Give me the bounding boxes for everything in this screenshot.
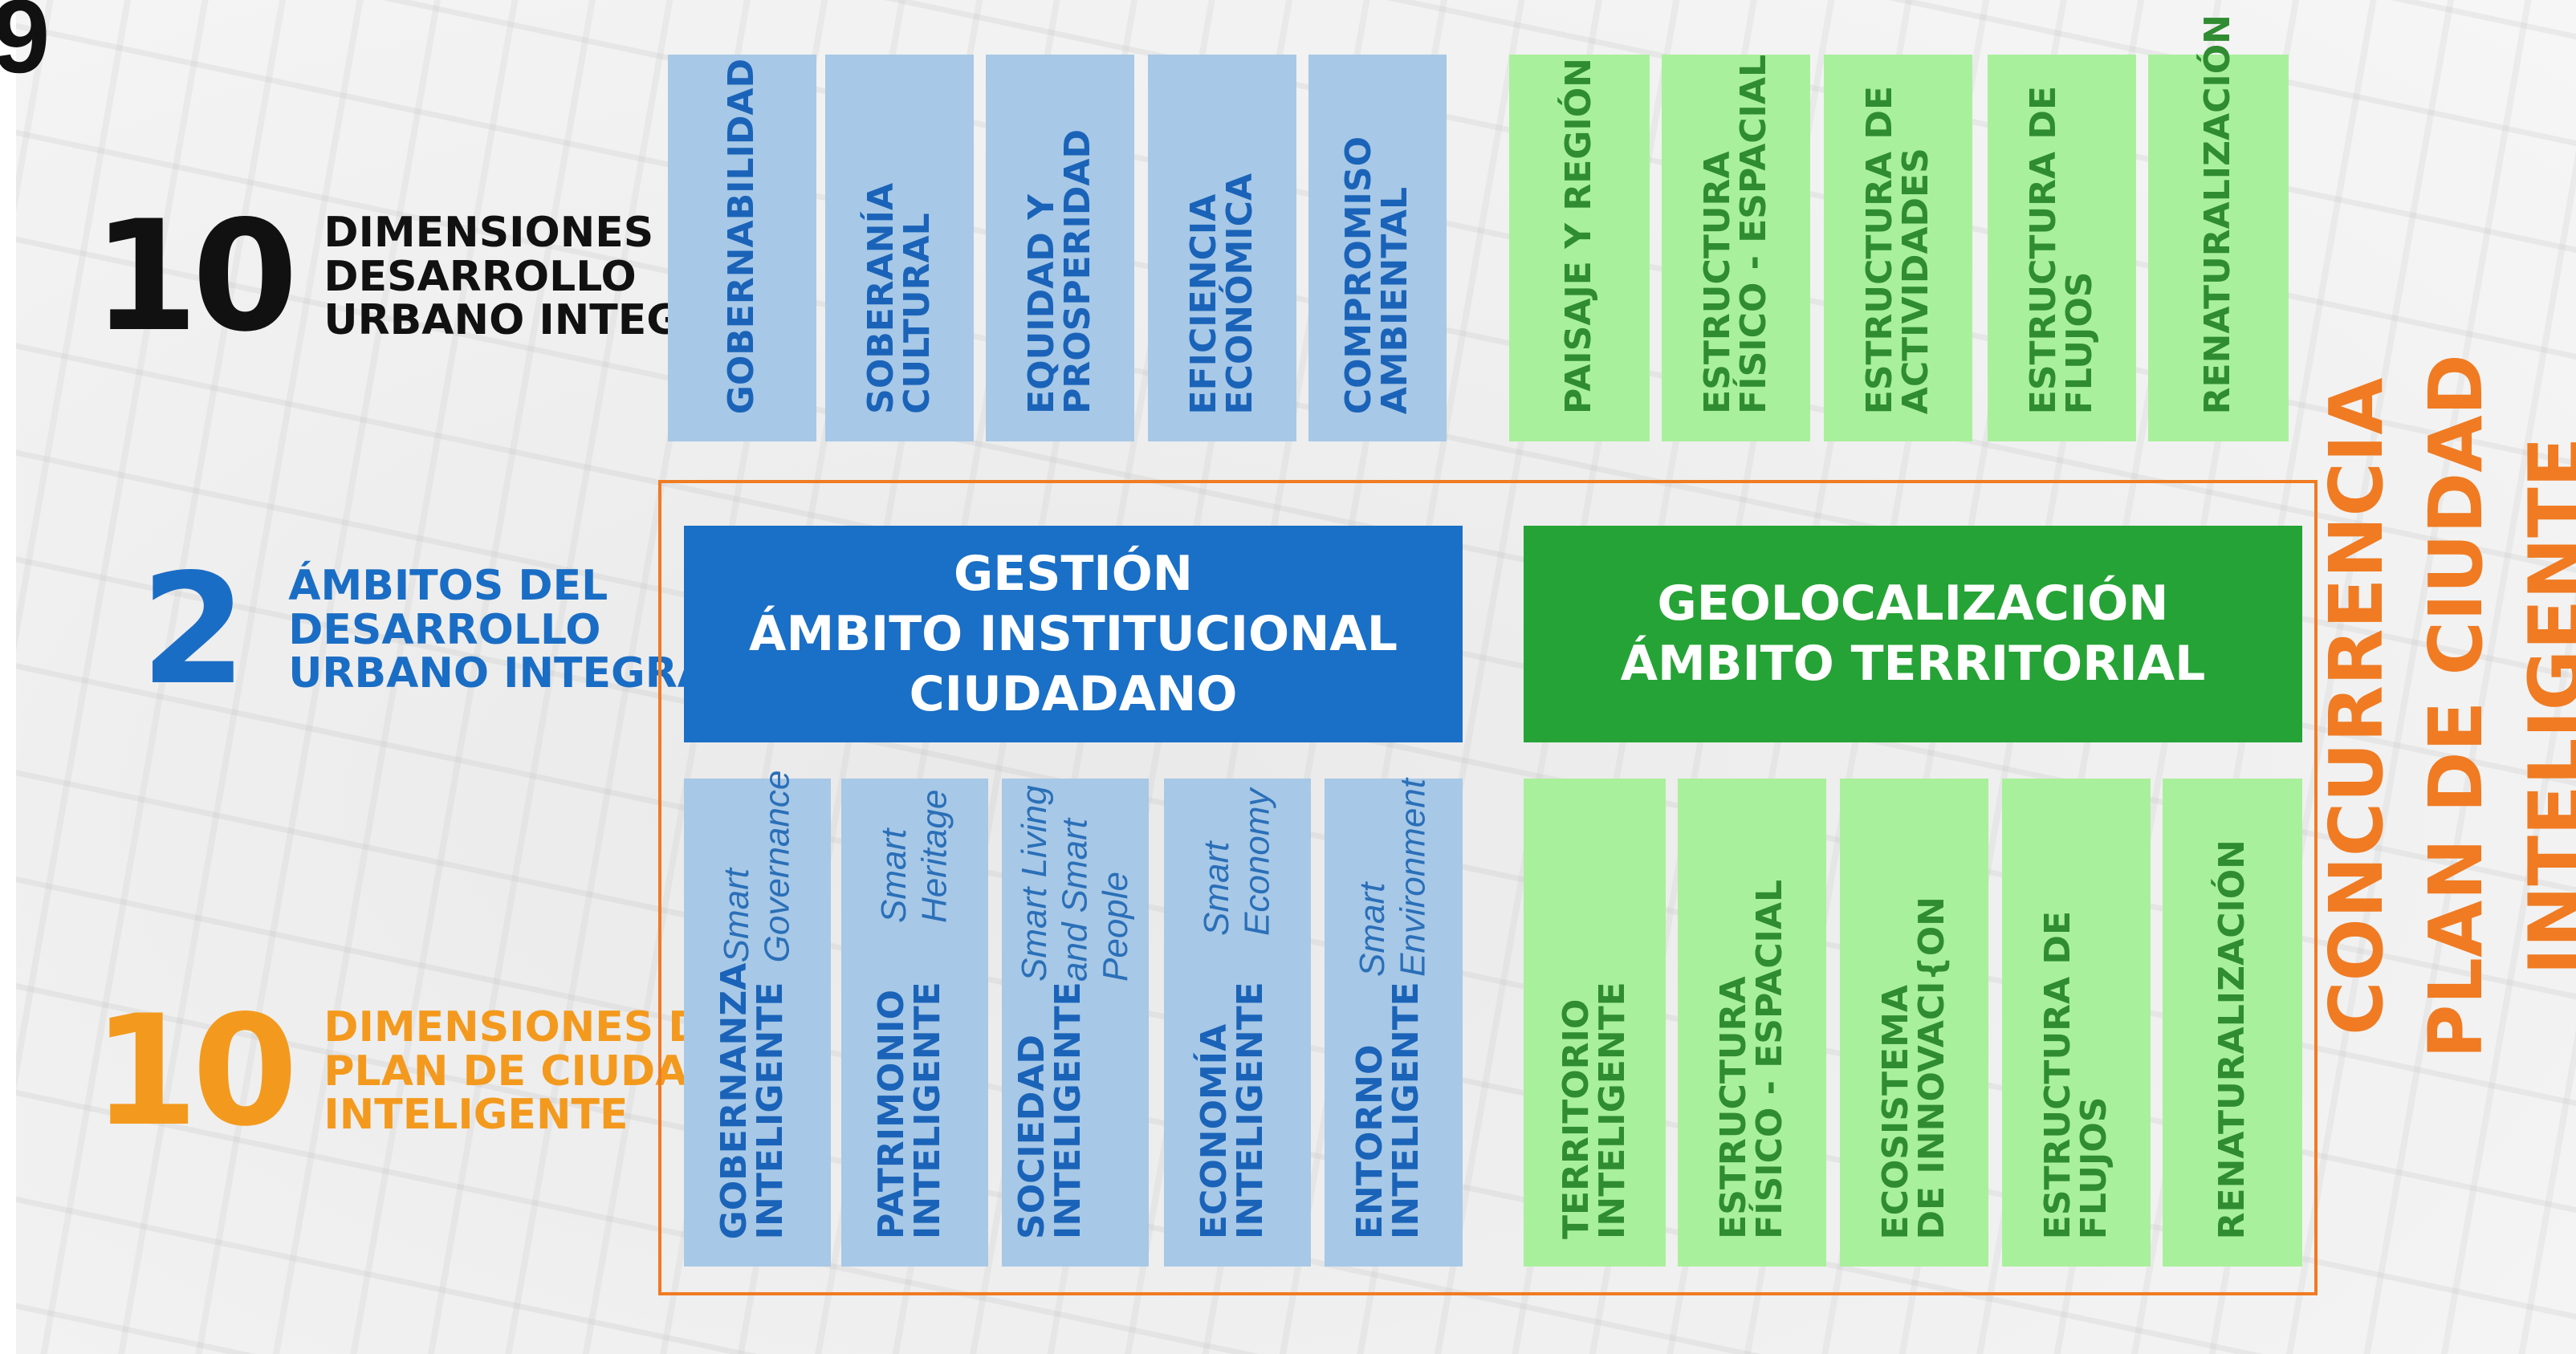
column-subtitle: Smart Governance	[716, 770, 797, 963]
concurrence-frame	[658, 480, 2318, 1295]
label-number: 2	[140, 541, 246, 718]
header-gestion: GESTIÓN ÁMBITO INSTITUCIONAL CIUDADANO	[684, 526, 1463, 742]
header-geolocalizacion: GEOLOCALIZACIÓN ÁMBITO TERRITORIAL	[1524, 526, 2302, 742]
column-title: ESTRUCTURA DE FLUJOS	[2037, 910, 2114, 1239]
column-title: ECOSISTEMA DE INNOVACI{ON	[1874, 896, 1952, 1239]
top-dimension-compromiso-ambiental: COMPROMISO AMBIENTAL	[1308, 55, 1447, 441]
label-text: ÁMBITOS DEL DESARROLLO URBANO INTEGRAL	[288, 562, 737, 698]
side-title-concurrencia: CONCURRENCIA PLAN DE CIUDAD INTELIGENTE	[2314, 128, 2576, 1284]
header-title: GEOLOCALIZACIÓN	[1657, 575, 2169, 632]
left-label-ambitos: 2 ÁMBITOS DEL DESARROLLO URBANO INTEGRAL	[140, 554, 736, 706]
column-title: ENTORNO INTELIGENTE	[1349, 982, 1427, 1239]
column-title: ECONOMÍA INTELIGENTE	[1193, 982, 1271, 1239]
top-dimension-paisaje-region: PAISAJE Y REGIÓN	[1509, 55, 1650, 441]
column-title: RENATURALIZACIÓN	[2211, 839, 2252, 1239]
bottom-dimension-ecosistema-innovacion: ECOSISTEMA DE INNOVACI{ON	[1840, 779, 1988, 1267]
column-title: PAISAJE Y REGIÓN	[1558, 58, 1600, 414]
header-title: GESTIÓN	[954, 545, 1193, 602]
top-dimension-eficiencia-economica: EFICIENCIA ECONÓMICA	[1148, 55, 1296, 441]
column-title: ESTRUCTURA FÍSICO - ESPACIAL	[1696, 55, 1774, 414]
column-title: COMPROMISO AMBIENTAL	[1338, 136, 1415, 414]
corner-glyph: 9	[0, 0, 51, 95]
side-title-line2: PLAN DE CIUDAD INTELIGENTE	[2412, 354, 2576, 1059]
top-dimension-soberania-cultural: SOBERANÍA CULTURAL	[825, 55, 974, 441]
side-title-line1: CONCURRENCIA	[2313, 377, 2399, 1035]
label-number: 10	[92, 982, 298, 1160]
column-title: ESTRUCTURA DE ACTIVIDADES	[1858, 85, 1936, 414]
header-subtitle: ÁMBITO INSTITUCIONAL CIUDADANO	[749, 605, 1398, 722]
bottom-dimension-estructura-flujos: ESTRUCTURA DE FLUJOS	[2002, 779, 2151, 1267]
bottom-dimension-economia: ECONOMÍA INTELIGENTE Smart Economy	[1164, 779, 1311, 1267]
column-title: TERRITORIO INTELIGENTE	[1555, 982, 1633, 1239]
bottom-dimension-estructura-fisico-espacial: ESTRUCTURA FÍSICO - ESPACIAL	[1678, 779, 1826, 1267]
bottom-dimension-renaturalizacion: RENATURALIZACIÓN	[2163, 779, 2302, 1267]
column-title: GOBERNANZA INTELIGENTE	[713, 962, 791, 1239]
header-subtitle: ÁMBITO TERRITORIAL	[1620, 636, 2206, 692]
column-subtitle: Smart Living and Smart People	[1014, 785, 1135, 982]
column-title: PATRIMONIO INTELIGENTE	[870, 982, 948, 1239]
top-dimension-gobernabilidad: GOBERNABILIDAD	[668, 55, 816, 441]
bottom-dimension-patrimonio: PATRIMONIO INTELIGENTE Smart Heritage	[841, 779, 988, 1267]
column-title: ESTRUCTURA DE FLUJOS	[2022, 85, 2100, 414]
top-dimension-renaturalizacion: RENATURALIZACIÓN	[2148, 14, 2289, 441]
column-title: GOBERNABILIDAD	[721, 58, 763, 414]
bottom-dimension-territorio: TERRITORIO INTELIGENTE	[1524, 779, 1666, 1267]
top-dimension-estructura-fisico-espacial: ESTRUCTURA FÍSICO - ESPACIAL	[1662, 55, 1810, 441]
column-subtitle: Smart Environment	[1353, 778, 1433, 977]
column-subtitle: Smart Economy	[1196, 788, 1277, 936]
top-dimension-estructura-flujos: ESTRUCTURA DE FLUJOS	[1988, 55, 2136, 441]
column-title: SOCIEDAD INTELIGENTE	[1011, 982, 1089, 1239]
column-title: SOBERANÍA CULTURAL	[860, 183, 938, 414]
column-title: ESTRUCTURA FÍSICO - ESPACIAL	[1712, 880, 1790, 1239]
label-number: 10	[92, 188, 298, 365]
column-title: EQUIDAD Y PROSPERIDAD	[1020, 129, 1098, 414]
column-title: EFICIENCIA ECONÓMICA	[1182, 173, 1260, 414]
top-dimension-estructura-actividades: ESTRUCTURA DE ACTIVIDADES	[1824, 55, 1972, 441]
column-title: RENATURALIZACIÓN	[2197, 14, 2239, 414]
column-subtitle: Smart Heritage	[873, 789, 954, 924]
top-dimension-equidad-prosperidad: EQUIDAD Y PROSPERIDAD	[986, 55, 1134, 441]
